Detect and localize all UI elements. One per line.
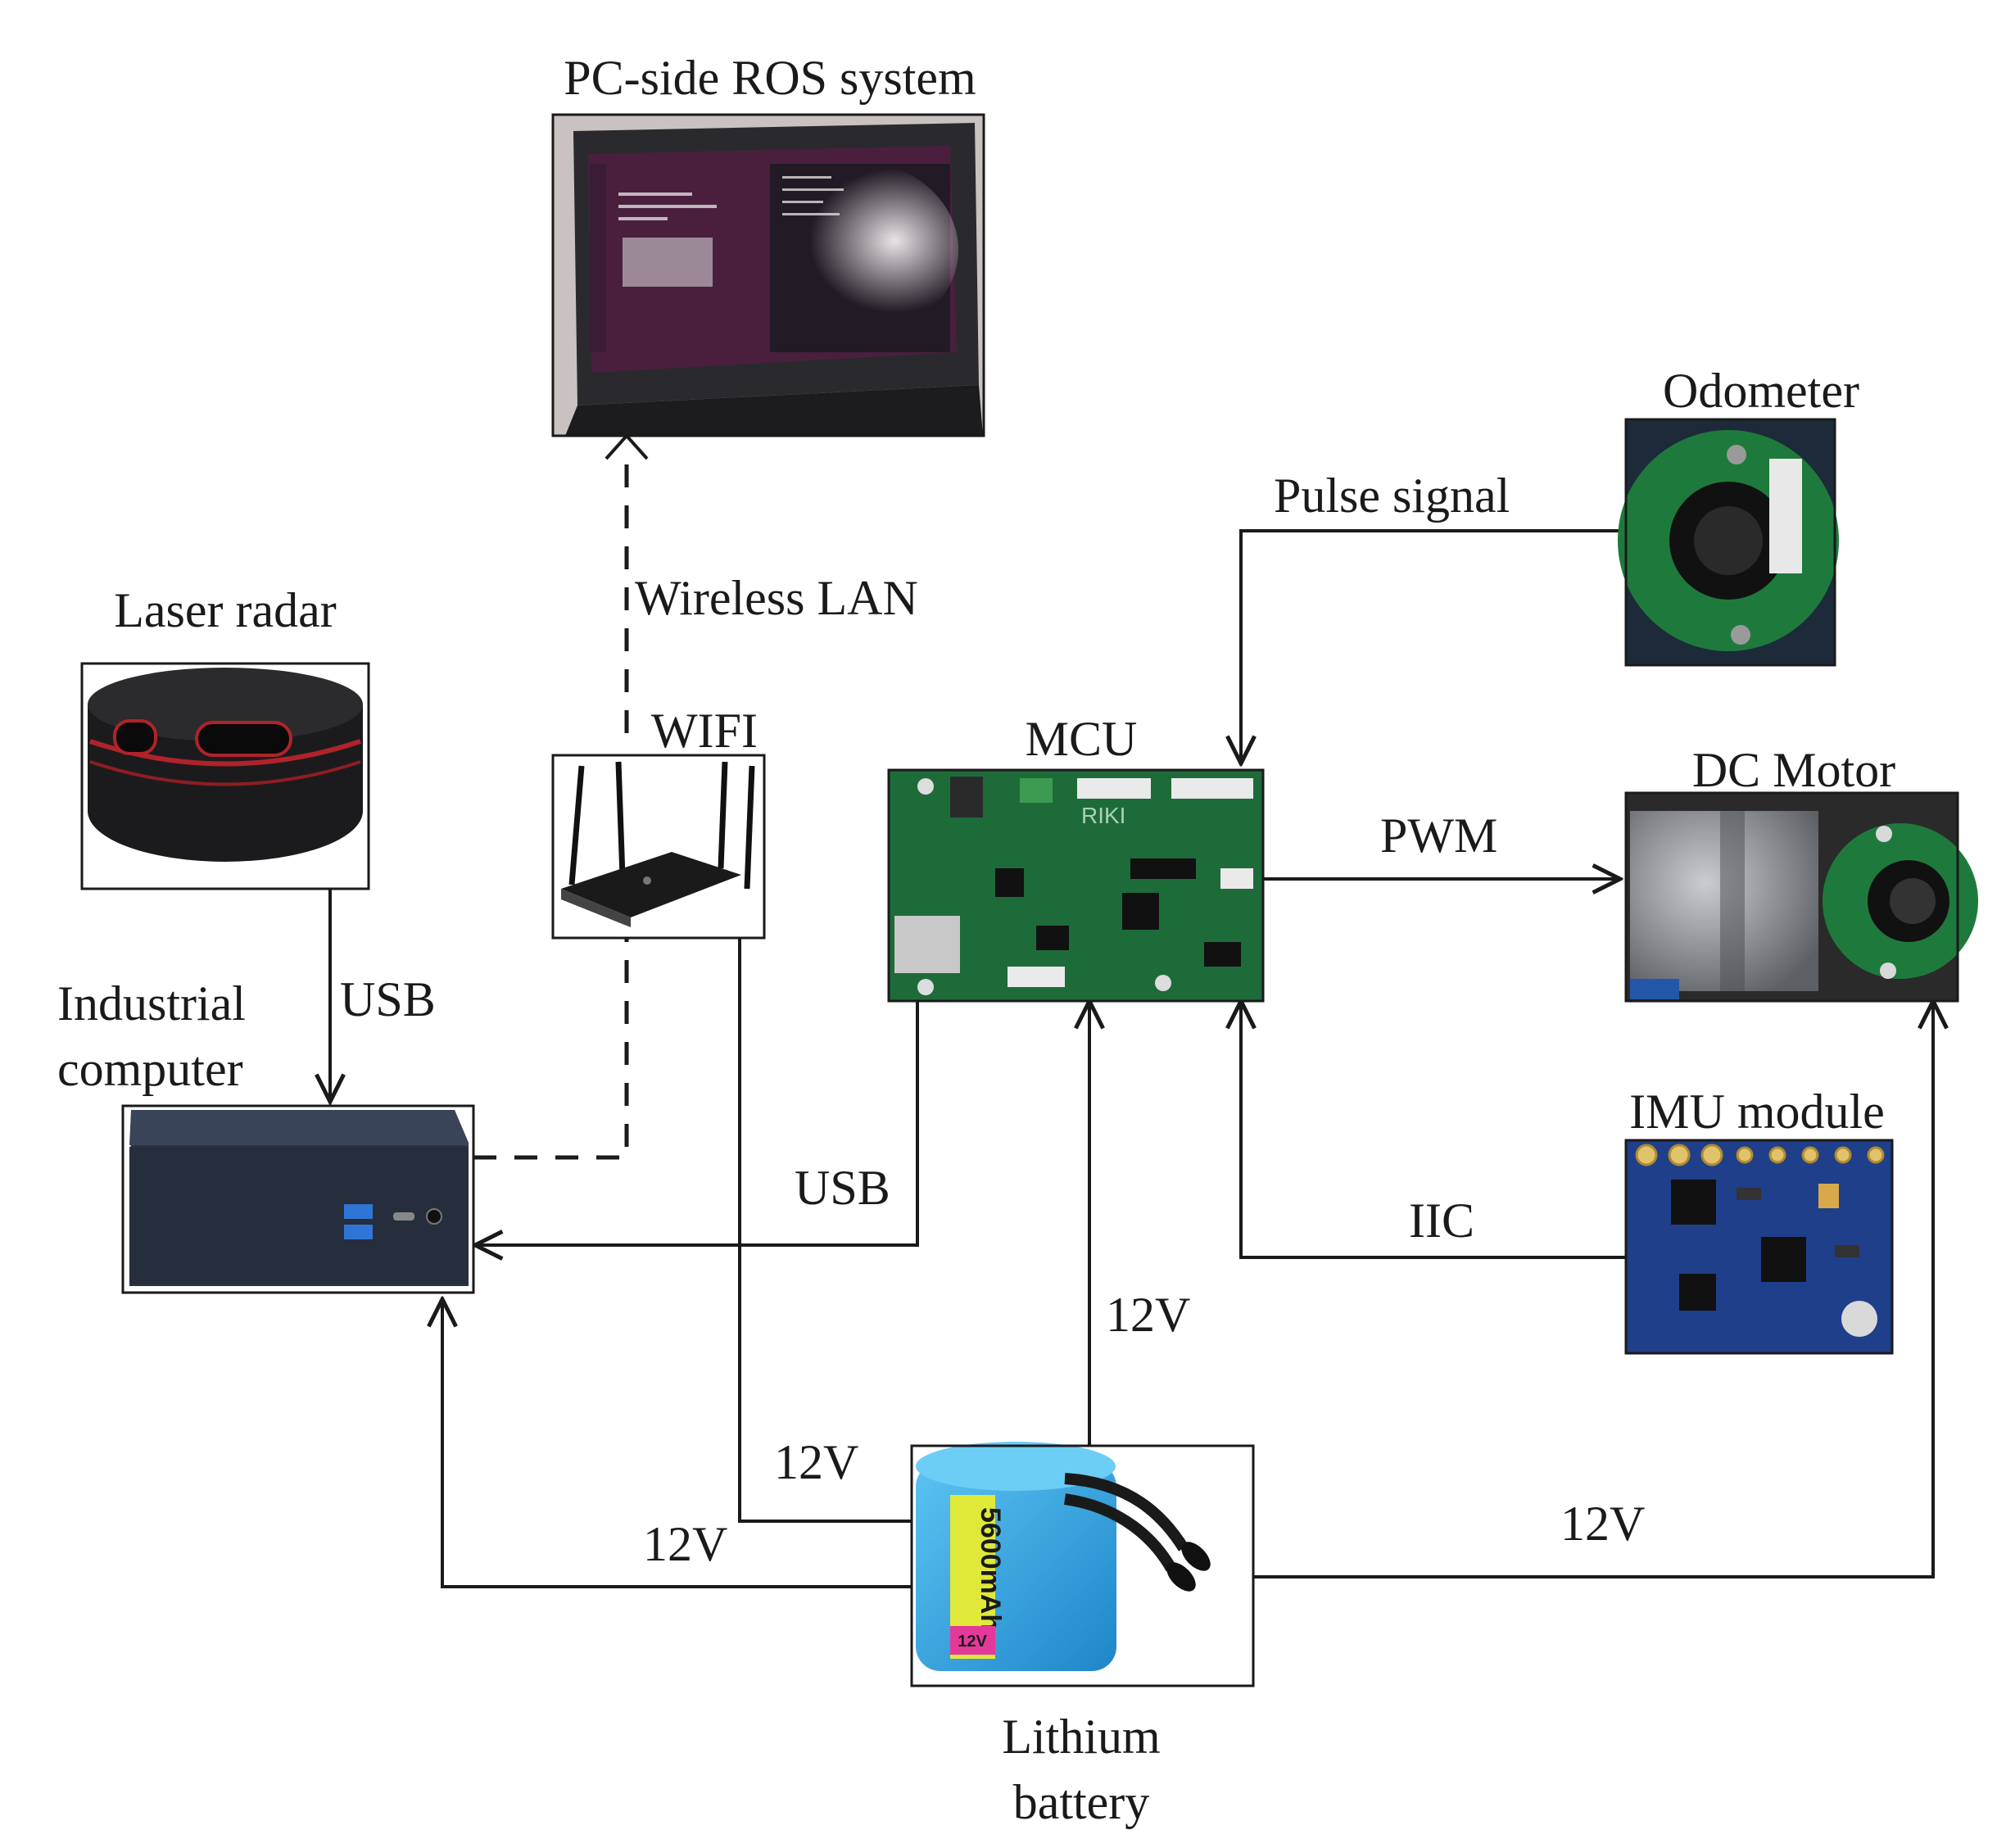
battery-wifi-line <box>738 938 912 1523</box>
pulse-signal-line <box>1241 529 1626 763</box>
link-labels: Wireless LAN USB USB Pulse signal PWM II… <box>340 469 1645 1571</box>
odometer-label: Odometer <box>1663 364 1859 418</box>
battery-wifi-12v-label: 12V <box>774 1435 858 1489</box>
industrial-computer-node: Industrial computer <box>57 976 475 1294</box>
laptop-keyboard <box>565 385 983 436</box>
battery-label-line2: battery <box>1013 1775 1150 1829</box>
imu-module-node: IMU module <box>1624 1085 1894 1355</box>
battery-motor-12v-label: 12V <box>1560 1497 1645 1551</box>
mcu-label: MCU <box>1026 712 1138 766</box>
dc-motor-node: DC Motor <box>1624 743 1978 1003</box>
wireless-lan-arrowhead <box>605 433 649 460</box>
battery-label-line1: Lithium <box>1002 1710 1160 1764</box>
battery-voltage-mark: 12V <box>958 1633 987 1651</box>
laser-usb-label: USB <box>340 972 436 1026</box>
wireless-lan-line <box>473 938 629 1160</box>
iic-label: IIC <box>1409 1194 1474 1248</box>
lithium-battery-node: 5600mAh 12V Lithium battery <box>910 1442 1255 1829</box>
pc-ros-node: PC-side ROS system <box>551 51 985 437</box>
battery-pc-line <box>442 1299 912 1588</box>
odometer-node: Odometer <box>1618 364 1859 667</box>
battery-mcu-12v-label: 12V <box>1106 1288 1190 1342</box>
pwm-label: PWM <box>1380 808 1497 863</box>
battery-pc-12v-label: 12V <box>643 1517 727 1571</box>
laser-radar-node: Laser radar <box>80 583 370 890</box>
battery-capacity: 5600mAh <box>975 1507 1006 1631</box>
svg-text:RIKI: RIKI <box>1081 803 1125 828</box>
dc-motor-label: DC Motor <box>1692 743 1895 797</box>
wireless-lan-label: Wireless LAN <box>635 571 918 625</box>
industrial-computer-label-line1: Industrial <box>57 976 246 1030</box>
mcu-usb-label: USB <box>795 1161 890 1215</box>
industrial-computer-label-line2: computer <box>57 1042 243 1096</box>
mcu-usb-line <box>475 998 919 1245</box>
pc-ros-label: PC-side ROS system <box>564 51 976 105</box>
battery-motor-line <box>1253 1001 1933 1578</box>
wifi-router-node: WIFI <box>551 704 766 940</box>
wifi-label: WIFI <box>651 704 758 758</box>
laser-radar-label: Laser radar <box>114 583 336 637</box>
connections <box>330 433 1933 1588</box>
imu-module-label: IMU module <box>1629 1085 1885 1139</box>
pulse-signal-label: Pulse signal <box>1274 469 1510 523</box>
iic-line <box>1241 1001 1626 1259</box>
mcu-node: RIKI MCU <box>887 712 1265 1003</box>
